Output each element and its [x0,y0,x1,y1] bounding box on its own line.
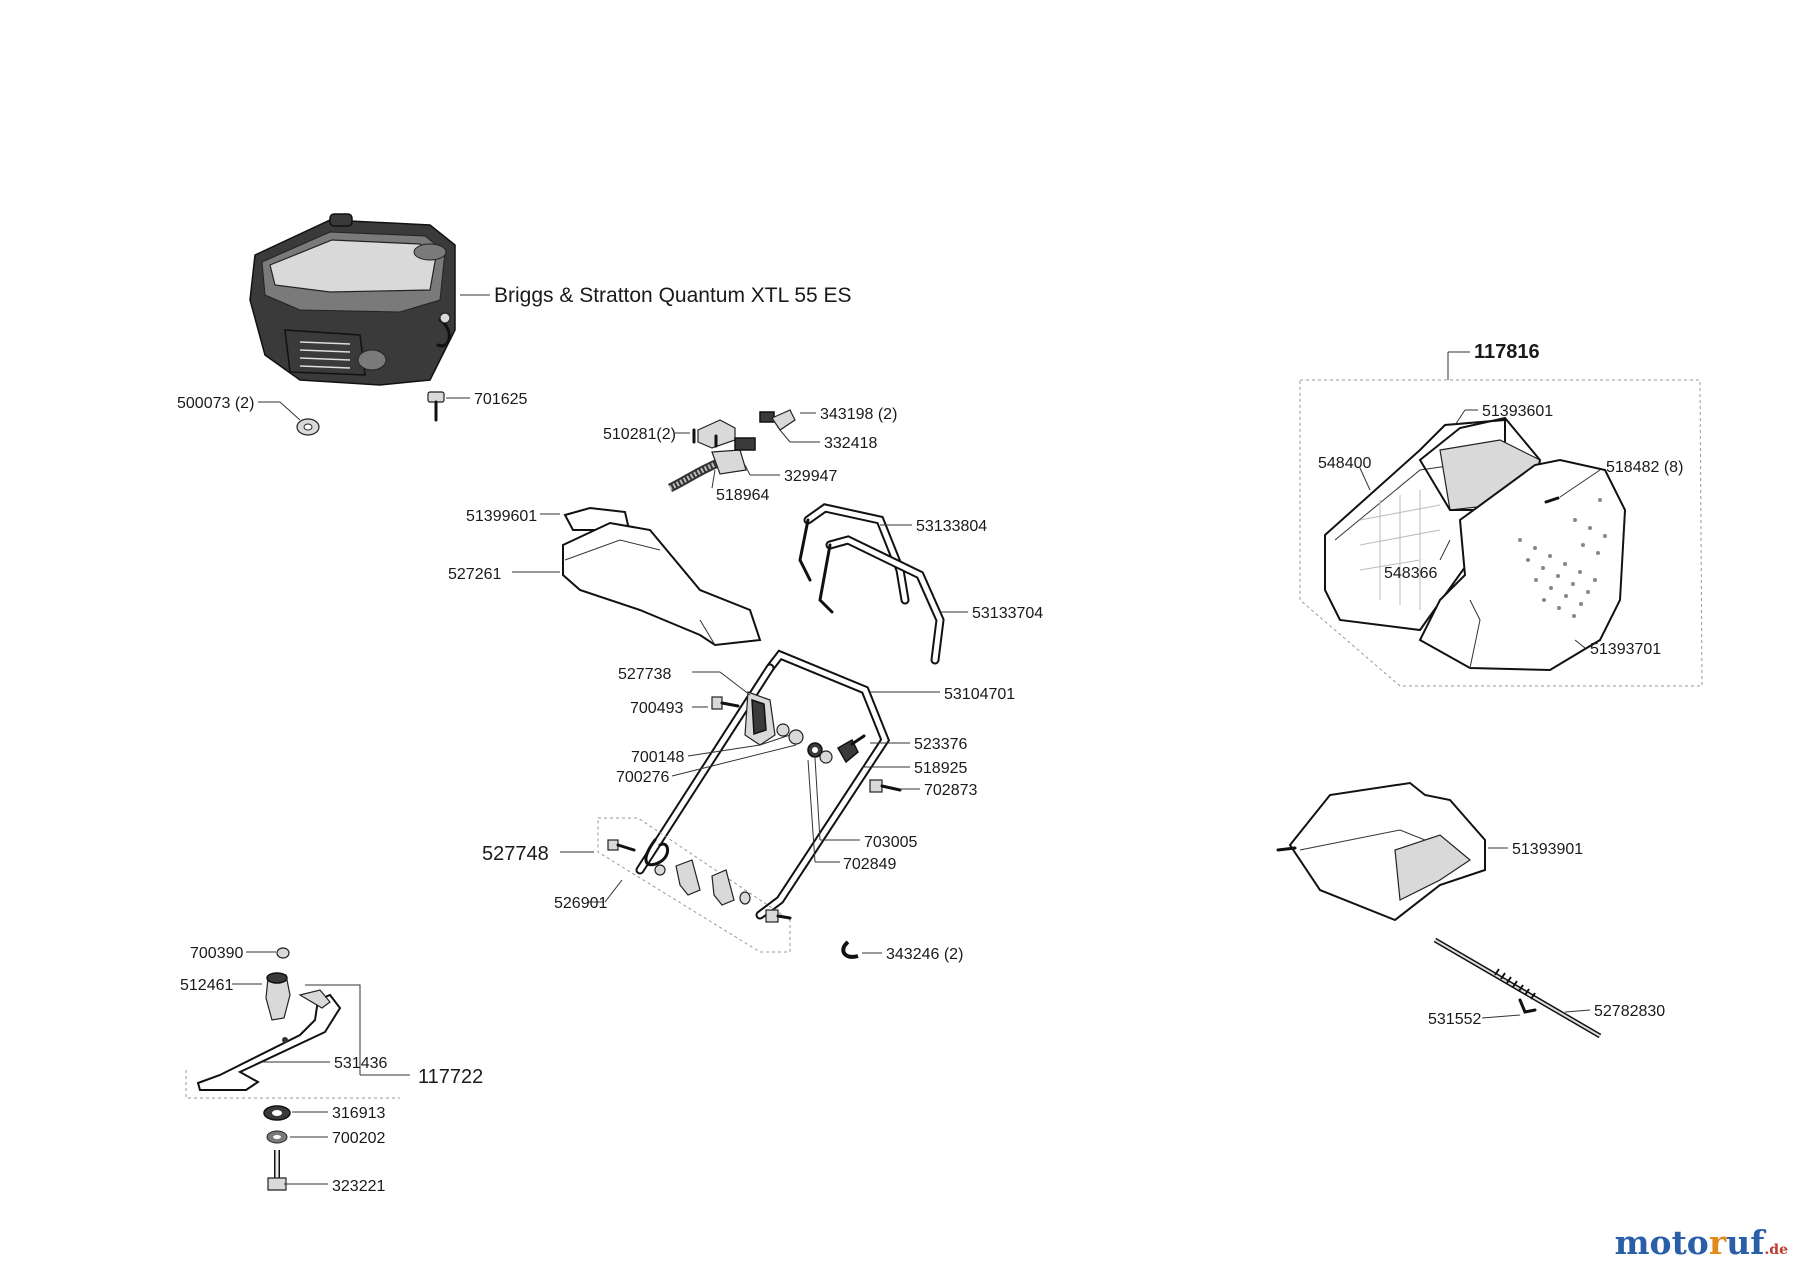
label-527261: 527261 [448,566,501,583]
switch-assembly: 343198 (2) 510281(2) 332418 329947 51896… [603,406,897,504]
label-51393601: 51393601 [1482,403,1553,420]
label-117722: 117722 [418,1066,483,1088]
rod-52782830: 531552 52782830 [1428,937,1665,1039]
label-343198: 343198 (2) [820,406,897,423]
kit-527748: 527748 526901 [482,817,792,953]
label-526901: 526901 [554,895,607,912]
bail-53133804: 53133804 [798,503,987,605]
label-117816: 117816 [1474,341,1540,363]
label-52782830: 52782830 [1594,1003,1665,1020]
motoruf-logo: motoruf.de [1614,1223,1788,1262]
label-323221: 323221 [332,1178,385,1195]
label-548366: 548366 [1384,565,1437,582]
label-518964: 518964 [716,487,769,504]
handle-small-parts: 700493 700148 700276 523376 518925 70287… [616,696,977,873]
label-51393901: 51393901 [1512,841,1583,858]
label-700390: 700390 [190,945,243,962]
grass-bag-117816: 117816 51393601 548400 518482 (8) [1299,341,1703,687]
label-500073: 500073 (2) [177,395,254,412]
label-343246: 343246 (2) [886,946,963,963]
label-548400: 548400 [1318,455,1371,472]
label-53133804: 53133804 [916,518,987,535]
label-701625: 701625 [474,391,527,408]
label-518482: 518482 (8) [1606,459,1683,476]
label-518925: 518925 [914,760,967,777]
label-527748: 527748 [482,843,549,865]
label-700202: 700202 [332,1130,385,1147]
engine-illustration: Briggs & Stratton Quantum XTL 55 ES [249,213,852,386]
label-53104701: 53104701 [944,686,1015,703]
label-531552: 531552 [1428,1011,1481,1028]
label-702873: 702873 [924,782,977,799]
label-702849: 702849 [843,856,896,873]
label-329947: 329947 [784,468,837,485]
label-51399601: 51399601 [466,508,537,525]
label-332418: 332418 [824,435,877,452]
label-523376: 523376 [914,736,967,753]
clip-343246: 343246 (2) [841,940,963,963]
housing-527261: 51399601 527261 [448,506,762,647]
label-700493: 700493 [630,700,683,717]
label-51393701: 51393701 [1590,641,1661,658]
label-700276: 700276 [616,769,669,786]
label-527738: 527738 [618,666,671,683]
engine-title: Briggs & Stratton Quantum XTL 55 ES [494,284,852,307]
handle-53104701: 53104701 527738 [618,649,1015,920]
label-703005: 703005 [864,834,917,851]
bolt-701625: 701625 [427,391,527,422]
blade-group: 700390 512461 531436 117722 316913 70020… [180,945,483,1195]
label-700148: 700148 [631,749,684,766]
label-53133704: 53133704 [972,605,1043,622]
nut-500073: 500073 (2) [177,395,320,436]
label-510281: 510281(2) [603,426,676,443]
label-316913: 316913 [332,1105,385,1122]
deflector-51393901: 51393901 [1276,781,1583,922]
label-531436: 531436 [334,1055,387,1072]
bail-53133704: 53133704 [818,535,1043,665]
label-512461: 512461 [180,977,233,994]
